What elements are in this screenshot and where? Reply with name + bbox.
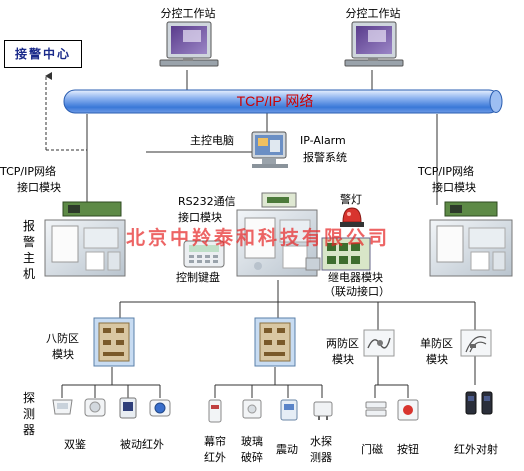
ir-beam-detector-icon <box>466 392 492 414</box>
workstation-left-label: 分控工作站 <box>152 7 224 20</box>
vibration-detector-icon <box>281 400 297 420</box>
ip-alarm-label-1: IP-Alarm <box>300 134 346 147</box>
dual-label: 双鉴 <box>64 438 86 451</box>
ip-alarm-label-2: 报警系统 <box>303 151 347 164</box>
glass-label-2: 破碎 <box>241 451 263 464</box>
right-tcp-module <box>445 202 497 216</box>
detector-label: 探测器 <box>22 390 36 438</box>
left-tcp-module <box>63 202 121 216</box>
curtain-label-1: 幕帘 <box>204 435 226 448</box>
relay-label-1: 继电器模块 <box>328 271 383 284</box>
water-detector-icon <box>314 402 332 420</box>
two-zone-module[interactable] <box>364 330 394 356</box>
glass-label-1: 玻璃 <box>241 435 263 448</box>
single-zone-label-1: 单防区 <box>420 337 453 350</box>
right-tcp-label-2: 接口模块 <box>432 181 476 194</box>
dual-tech-detector-icon <box>53 400 72 414</box>
button-label: 按钮 <box>397 443 419 456</box>
pir-label: 被动红外 <box>120 438 164 451</box>
dual-tech-detector-2-icon <box>85 399 105 416</box>
bus-label: TCP/IP 网络 <box>220 91 330 111</box>
eight-zone-label-2: 模块 <box>52 348 74 361</box>
warning-light-label: 警灯 <box>340 193 362 206</box>
main-control-pc[interactable] <box>252 132 288 168</box>
water-label-2: 测器 <box>310 451 332 464</box>
single-zone-label-2: 模块 <box>426 353 448 366</box>
curtain-label-2: 红外 <box>204 451 226 464</box>
left-tcp-label-2: 接口模块 <box>17 181 61 194</box>
right-tcp-label-1: TCP/IP网络 <box>418 165 474 178</box>
left-alarm-host[interactable] <box>45 220 125 276</box>
two-zone-label-1: 两防区 <box>326 337 359 350</box>
rs232-label-1: RS232通信 <box>178 195 236 208</box>
eight-zone-module-1[interactable] <box>94 318 134 366</box>
vibration-label: 震动 <box>276 443 298 456</box>
main-pc-label: 主控电脑 <box>190 134 234 147</box>
left-host-label: 报警主机 <box>22 218 36 282</box>
single-zone-module[interactable] <box>461 330 491 356</box>
workstation-right[interactable] <box>345 22 403 66</box>
glass-break-detector-icon <box>243 400 261 418</box>
panic-button-icon <box>398 400 418 420</box>
curtain-ir-detector-icon <box>209 400 221 422</box>
water-label-1: 水探 <box>310 435 332 448</box>
door-contact-icon <box>366 402 386 416</box>
two-zone-label-2: 模块 <box>332 353 354 366</box>
company-watermark: 北京中羚泰和科技有限公司 <box>126 223 390 250</box>
alarm-center-box[interactable]: 接警中心 <box>4 40 82 68</box>
left-tcp-label-1: TCP/IP网络 <box>0 165 56 178</box>
keypad-label: 控制键盘 <box>176 271 220 284</box>
pir-detector-icon <box>120 398 136 418</box>
workstation-left[interactable] <box>160 22 218 66</box>
eight-zone-module-2[interactable] <box>255 318 295 366</box>
right-alarm-host[interactable] <box>430 220 512 276</box>
rs232-module <box>262 193 296 207</box>
workstation-right-label: 分控工作站 <box>337 7 409 20</box>
relay-label-2: （联动接口） <box>324 285 390 298</box>
door-label: 门磁 <box>361 443 383 456</box>
pir-detector-2-icon <box>150 400 170 416</box>
beam-label: 红外对射 <box>454 443 498 456</box>
eight-zone-label-1: 八防区 <box>46 332 79 345</box>
